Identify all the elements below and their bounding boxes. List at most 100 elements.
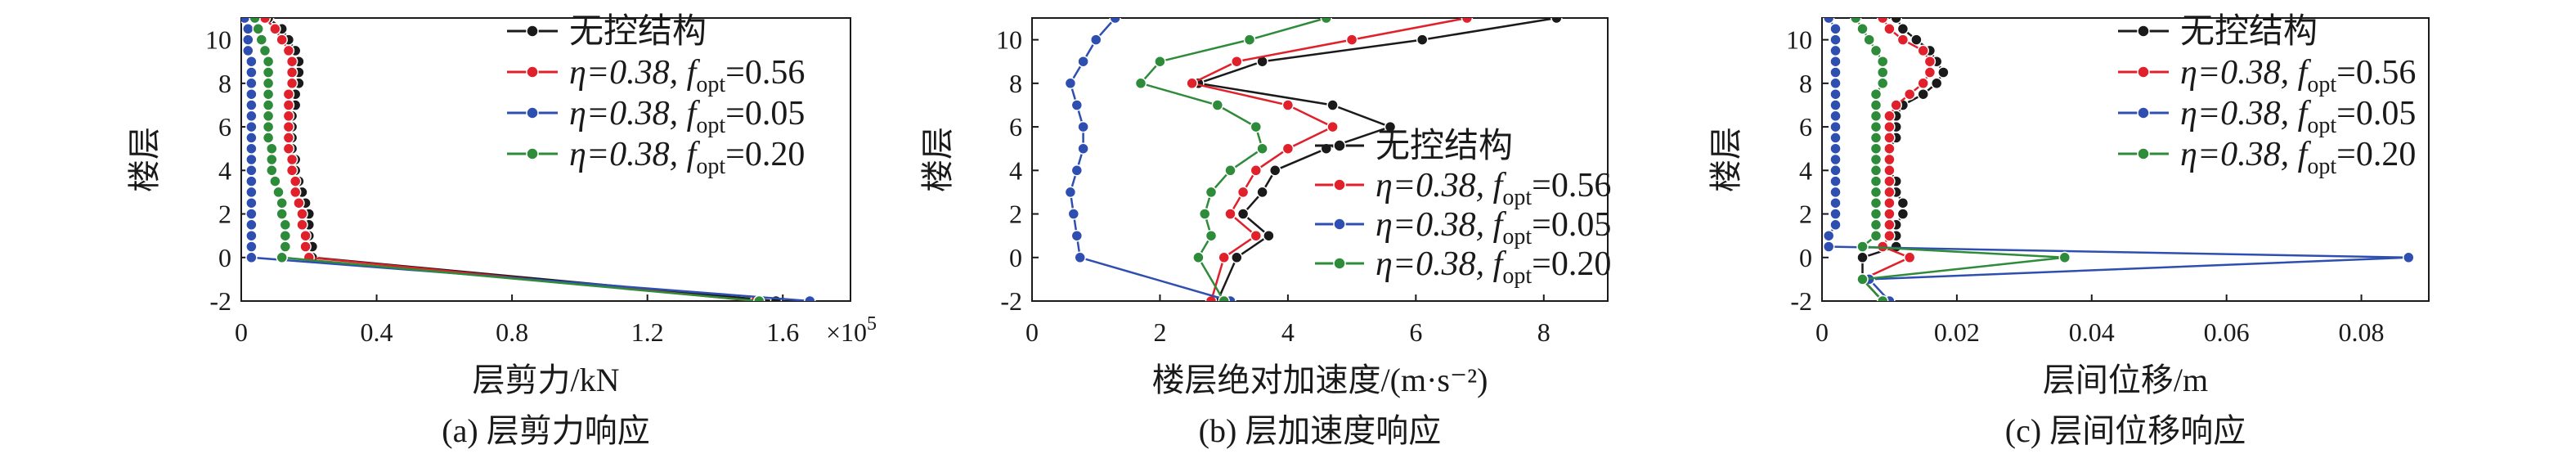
data-point: [1869, 175, 1883, 187]
data-point: [1869, 153, 1883, 166]
data-point: [241, 18, 251, 25]
data-point: [1829, 153, 1842, 166]
data-point: [1551, 18, 1563, 25]
legend-suffix: =0.20: [2336, 136, 2416, 173]
data-point: [1384, 120, 1397, 133]
legend-prefix: η=0.38, f: [569, 95, 701, 133]
data-point: [285, 66, 298, 79]
legend-subscript: opt: [696, 154, 725, 179]
legend-subscript: opt: [696, 113, 725, 138]
legend-prefix: η=0.38, f: [1376, 167, 1507, 205]
data-point: [1829, 44, 1842, 57]
data-point: [1070, 164, 1084, 177]
data-point: [1890, 99, 1902, 111]
data-point: [266, 164, 278, 177]
data-point: [1829, 164, 1842, 177]
data-point: [1883, 153, 1896, 166]
data-point: [1218, 251, 1230, 264]
panel-caption: (a) 层剪力响应: [442, 412, 649, 449]
y-tick-label: -2: [209, 286, 231, 316]
x-axis-label: 层剪力/kN: [473, 362, 620, 398]
data-point: [1461, 18, 1474, 25]
data-point: [262, 66, 275, 79]
data-point: [252, 23, 264, 35]
data-point: [245, 120, 258, 133]
legend-prefix: η=0.38, f: [2180, 95, 2312, 133]
data-point: [2403, 251, 2415, 264]
legend-suffix: =0.20: [1532, 245, 1611, 283]
y-tick-label: 6: [218, 112, 231, 142]
data-point: [1896, 196, 1910, 209]
data-point: [279, 240, 292, 253]
data-point: [282, 120, 295, 133]
y-tick-label: 2: [218, 200, 231, 229]
data-point: [242, 23, 254, 35]
plot-frame: [1821, 17, 2430, 302]
y-tick-label: 4: [1009, 155, 1022, 185]
legend-marker: [526, 25, 539, 38]
data-point: [262, 120, 275, 133]
data-point: [1883, 208, 1896, 220]
legend-label: η=0.38, fopt=0.56: [1376, 167, 1611, 210]
data-point: [1067, 208, 1080, 220]
data-point: [1930, 77, 1943, 90]
data-point: [1231, 55, 1243, 68]
y-tick-label: 2: [1799, 200, 1812, 229]
legend-label: η=0.38, fopt=0.05: [569, 95, 805, 138]
data-point: [1326, 99, 1339, 111]
data-point: [1917, 77, 1929, 90]
legend-suffix: =0.20: [725, 136, 805, 173]
data-point: [245, 218, 258, 232]
legend-marker: [2137, 25, 2150, 38]
y-tick-label: 8: [1799, 69, 1812, 98]
data-point: [1822, 229, 1835, 242]
x-tick-label: 0.02: [1934, 317, 1980, 347]
series-line-2: [1069, 18, 1231, 301]
legend-label: η=0.38, fopt=0.56: [2180, 54, 2416, 97]
legend-suffix: =0.05: [1532, 206, 1611, 244]
panel-caption: (c) 层间位移响应: [2005, 412, 2246, 449]
data-point: [1896, 208, 1910, 220]
data-point: [1856, 23, 1869, 35]
legend-marker: [2137, 147, 2150, 160]
y-tick-label: 6: [1009, 112, 1022, 142]
data-point: [1883, 186, 1896, 199]
data-point: [1186, 77, 1198, 90]
data-point: [1263, 229, 1275, 242]
data-point: [1829, 23, 1842, 35]
y-axis-label: 楼层: [919, 127, 956, 192]
legend-label: η=0.38, fopt=0.05: [1376, 206, 1611, 249]
data-point: [262, 88, 275, 101]
y-tick-label: 8: [1009, 69, 1022, 98]
data-point: [1869, 186, 1883, 199]
series-group: [1064, 18, 1563, 301]
legend-prefix: η=0.38, f: [569, 136, 701, 173]
data-point: [245, 77, 258, 90]
legend-subscript: opt: [1502, 224, 1532, 249]
data-point: [1829, 88, 1842, 101]
legend-suffix: =0.56: [1532, 167, 1611, 205]
legend-label: 无控结构: [1376, 128, 1513, 165]
x-tick-label: 0.06: [2204, 317, 2250, 347]
x-tick-label: 0: [235, 317, 248, 347]
data-point: [1883, 120, 1896, 133]
legend-marker: [2137, 65, 2150, 79]
data-point: [1869, 196, 1883, 209]
data-point: [1205, 229, 1218, 242]
data-point: [282, 99, 295, 111]
data-point: [276, 251, 288, 264]
data-point: [1822, 18, 1835, 25]
data-point: [1345, 34, 1358, 46]
data-point: [1883, 218, 1896, 232]
legend-suffix: =0.05: [2336, 95, 2416, 133]
data-point: [245, 66, 258, 79]
data-point: [1064, 77, 1077, 90]
data-point: [282, 44, 295, 57]
data-point: [289, 186, 302, 199]
data-point: [276, 196, 288, 209]
legend-label: η=0.38, fopt=0.05: [2180, 95, 2416, 138]
data-point: [1224, 208, 1236, 220]
data-point: [1849, 18, 1862, 25]
data-point: [1869, 208, 1883, 220]
